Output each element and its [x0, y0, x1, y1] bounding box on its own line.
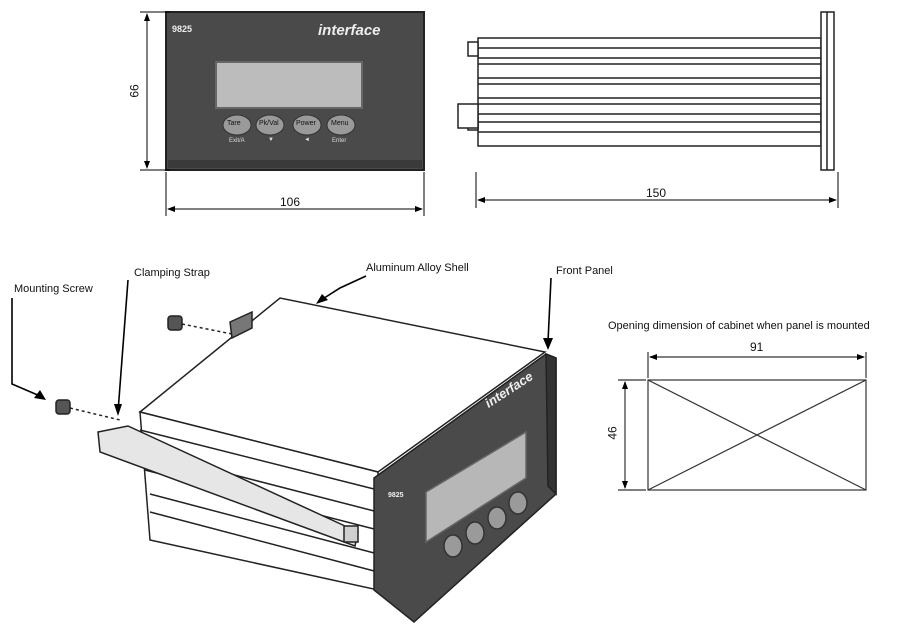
cutout-height-value: 46: [605, 426, 620, 440]
front-display: [215, 61, 363, 109]
down-sublabel: ▼: [268, 137, 274, 143]
power-key: [292, 114, 322, 136]
tare-button-label: Tare: [227, 120, 241, 127]
side-depth-value: 150: [646, 186, 667, 200]
iso-model-label: 9825: [388, 492, 404, 499]
front-height-value: 66: [127, 84, 142, 98]
callout-leaders: [11, 275, 552, 413]
pkval-key: [255, 114, 285, 136]
pkval-button-label: Pk/Val: [259, 120, 279, 127]
front-model-label: 9825: [172, 24, 193, 34]
front-brand-logo: interface: [318, 22, 381, 39]
side-view: [457, 11, 839, 208]
menu-key: [326, 114, 356, 136]
mounting-screw-upper: [167, 315, 233, 335]
callout-front-panel: Front Panel: [556, 265, 613, 277]
tare-key: [222, 114, 252, 136]
callout-mounting-screw: Mounting Screw: [14, 283, 93, 295]
iso-display: [425, 430, 527, 544]
front-view: [140, 11, 425, 216]
left-sublabel: ◄: [304, 137, 310, 143]
enter-sublabel: Enter: [332, 138, 347, 144]
front-width-value: 106: [280, 195, 301, 209]
cutout-width-value: 91: [750, 340, 764, 354]
power-button-label: Power: [296, 120, 316, 127]
exit-sublabel: Exit/A: [229, 138, 245, 144]
menu-button-label: Menu: [331, 120, 349, 127]
callout-shell: Aluminum Alloy Shell: [366, 262, 469, 274]
cutout-drawing: [618, 352, 867, 491]
callout-clamping-strap: Clamping Strap: [134, 267, 210, 279]
isometric-view: [55, 297, 557, 623]
mounting-screw-lower: [55, 399, 121, 421]
cutout-title: Opening dimension of cabinet when panel …: [608, 320, 870, 332]
